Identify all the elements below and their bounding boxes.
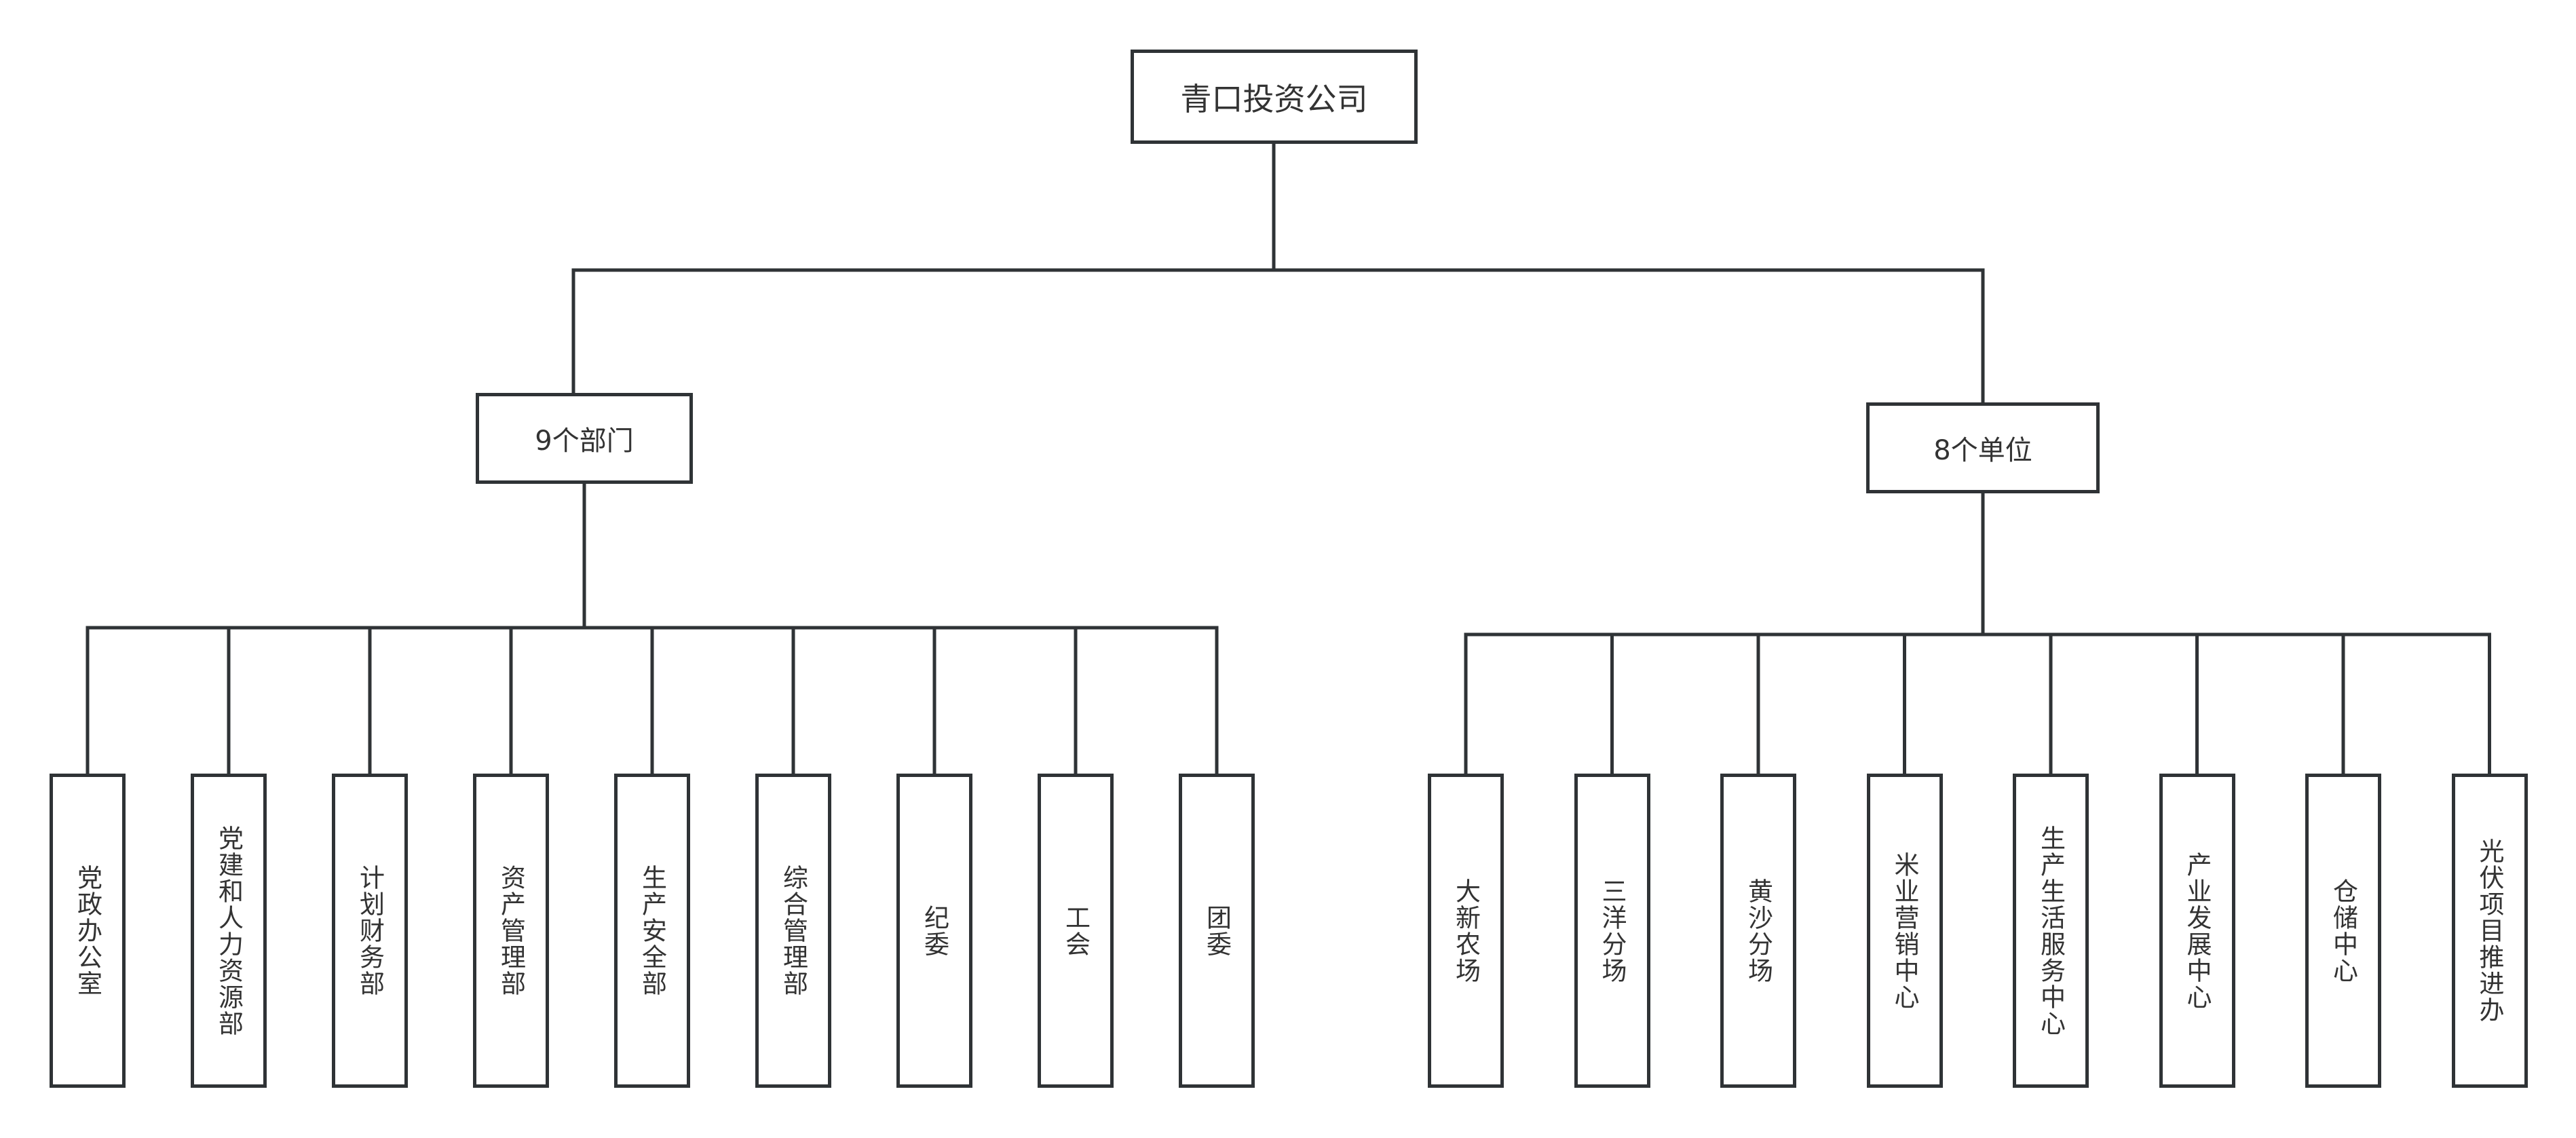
department-label: 党建和人力资源部 (214, 824, 244, 1037)
department-label: 资产管理部 (496, 865, 526, 997)
unit-node: 米业营销中心 (1866, 774, 1943, 1088)
unit-node: 产业发展中心 (2159, 774, 2235, 1088)
unit-node: 生产生活服务中心 (2013, 774, 2089, 1088)
department-node: 团委 (1179, 774, 1255, 1088)
unit-node: 黄沙分场 (1720, 774, 1796, 1088)
department-label: 党政办公室 (73, 865, 102, 997)
department-label: 生产安全部 (637, 865, 667, 997)
unit-label: 仓储中心 (2328, 877, 2358, 984)
unit-label: 大新农场 (1451, 877, 1481, 984)
unit-node: 三洋分场 (1574, 774, 1650, 1088)
root-label: 青口投资公司 (1180, 80, 1368, 117)
department-label: 综合管理部 (778, 865, 808, 997)
unit-label: 产业发展中心 (2182, 851, 2212, 1010)
department-node: 工会 (1038, 774, 1114, 1088)
root-node: 青口投资公司 (1131, 50, 1418, 144)
department-node: 资产管理部 (473, 774, 549, 1088)
department-node: 纪委 (896, 774, 972, 1088)
unit-label: 米业营销中心 (1890, 851, 1919, 1010)
unit-node: 仓储中心 (2305, 774, 2381, 1088)
department-node: 生产安全部 (614, 774, 690, 1088)
unit-label: 三洋分场 (1597, 877, 1627, 984)
departments-node: 9个部门 (476, 393, 693, 484)
unit-node: 大新农场 (1428, 774, 1504, 1088)
department-label: 团委 (1202, 904, 1232, 957)
departments-label: 9个部门 (535, 425, 634, 457)
unit-label: 生产生活服务中心 (2036, 824, 2066, 1037)
department-node: 综合管理部 (755, 774, 831, 1088)
department-label: 工会 (1061, 904, 1091, 957)
units-label: 8个单位 (1933, 435, 2032, 466)
units-node: 8个单位 (1866, 402, 2100, 493)
unit-node: 光伏项目推进办 (2451, 774, 2528, 1088)
department-label: 计划财务部 (355, 865, 385, 997)
department-node: 党政办公室 (50, 774, 126, 1088)
department-node: 计划财务部 (332, 774, 408, 1088)
unit-label: 黄沙分场 (1743, 877, 1773, 984)
department-label: 纪委 (920, 904, 949, 957)
unit-label: 光伏项目推进办 (2475, 838, 2504, 1023)
department-node: 党建和人力资源部 (191, 774, 267, 1088)
